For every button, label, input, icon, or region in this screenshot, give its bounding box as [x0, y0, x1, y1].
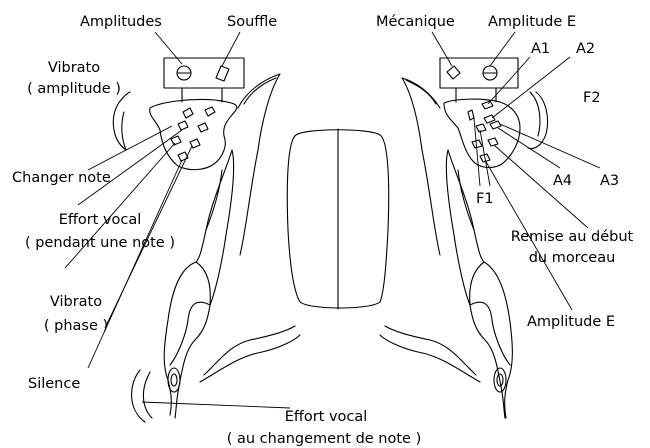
label-remise: Remise au début [511, 229, 634, 245]
right-wire-lower [380, 326, 480, 382]
left-control-box [164, 58, 244, 102]
label-a1: A1 [531, 41, 550, 57]
left-hand [150, 99, 237, 169]
right-control-box [440, 58, 518, 102]
label-silence: Silence [28, 376, 80, 392]
label-remise-sub: du morceau [529, 250, 616, 266]
label-amplitude-e-bottom: Amplitude E [527, 314, 615, 330]
label-vibrato-amplitude: Vibrato [48, 60, 100, 76]
left-wire-lower [200, 326, 300, 382]
left-forearm-flap [170, 262, 210, 365]
label-mecanique: Mécanique [376, 14, 455, 30]
label-a3: A3 [600, 173, 619, 189]
left-thumb [113, 92, 130, 150]
left-forearm-outline [164, 150, 233, 418]
label-amplitude-e-top: Amplitude E [488, 14, 576, 30]
right-wire-loop [402, 78, 440, 255]
label-vibrato-phase: Vibrato [50, 294, 102, 310]
label-changer-note: Changer note [12, 170, 111, 186]
label-a4: A4 [553, 173, 572, 189]
label-amplitudes: Amplitudes [80, 14, 162, 30]
left-wrist-coil [168, 368, 180, 392]
right-hand [444, 99, 520, 167]
label-souffle: Souffle [227, 14, 277, 30]
label-effort-vocal-change-sub: ( au changement de note ) [227, 431, 422, 447]
torso-pack [287, 129, 388, 309]
label-vibrato-amplitude-sub: ( amplitude ) [27, 81, 121, 97]
label-f2: F2 [583, 90, 601, 106]
label-a2: A2 [576, 41, 595, 57]
left-wrist-arc [132, 370, 152, 422]
label-effort-vocal-note-sub: ( pendant une note ) [25, 235, 175, 251]
label-effort-vocal-change: Effort vocal [285, 409, 368, 425]
label-vibrato-phase-sub: ( phase ) [44, 318, 108, 334]
right-thumb [528, 92, 548, 148]
right-forearm-flap [470, 262, 510, 365]
label-effort-vocal-note: Effort vocal [59, 212, 142, 228]
label-f1: F1 [476, 191, 494, 207]
left-wire-loop [238, 74, 280, 255]
